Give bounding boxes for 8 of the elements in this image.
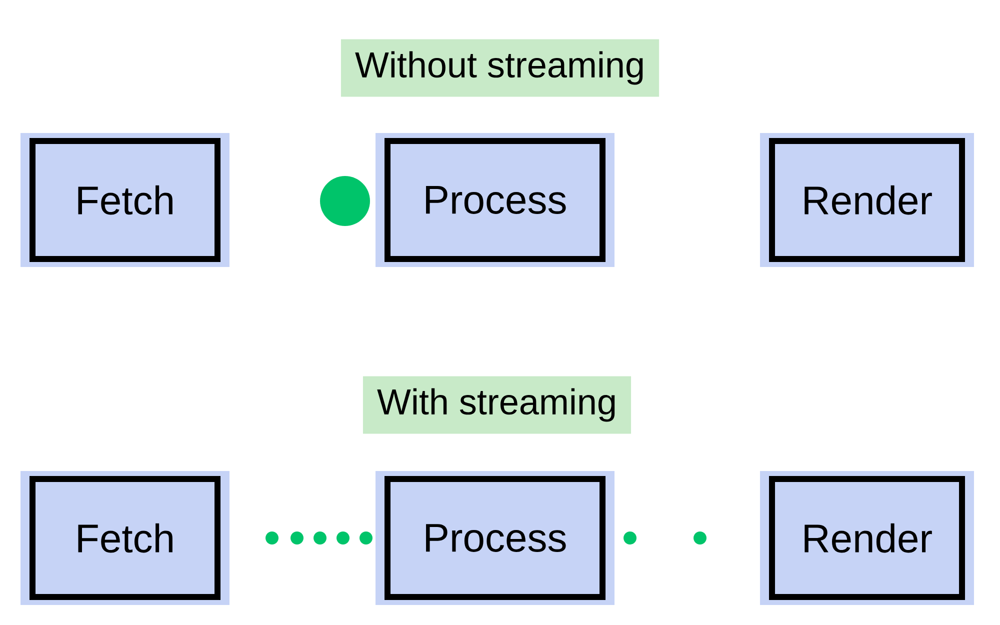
process-box: Render	[760, 133, 974, 267]
process-box: Render	[760, 471, 974, 605]
highlighted-heading: With streaming	[362, 376, 632, 434]
process-box: Process	[376, 133, 614, 267]
highlighted-heading: Without streaming	[340, 39, 660, 97]
process-box: Fetch	[20, 471, 230, 605]
process-box: Fetch	[20, 133, 230, 267]
process-box: Process	[376, 471, 614, 605]
